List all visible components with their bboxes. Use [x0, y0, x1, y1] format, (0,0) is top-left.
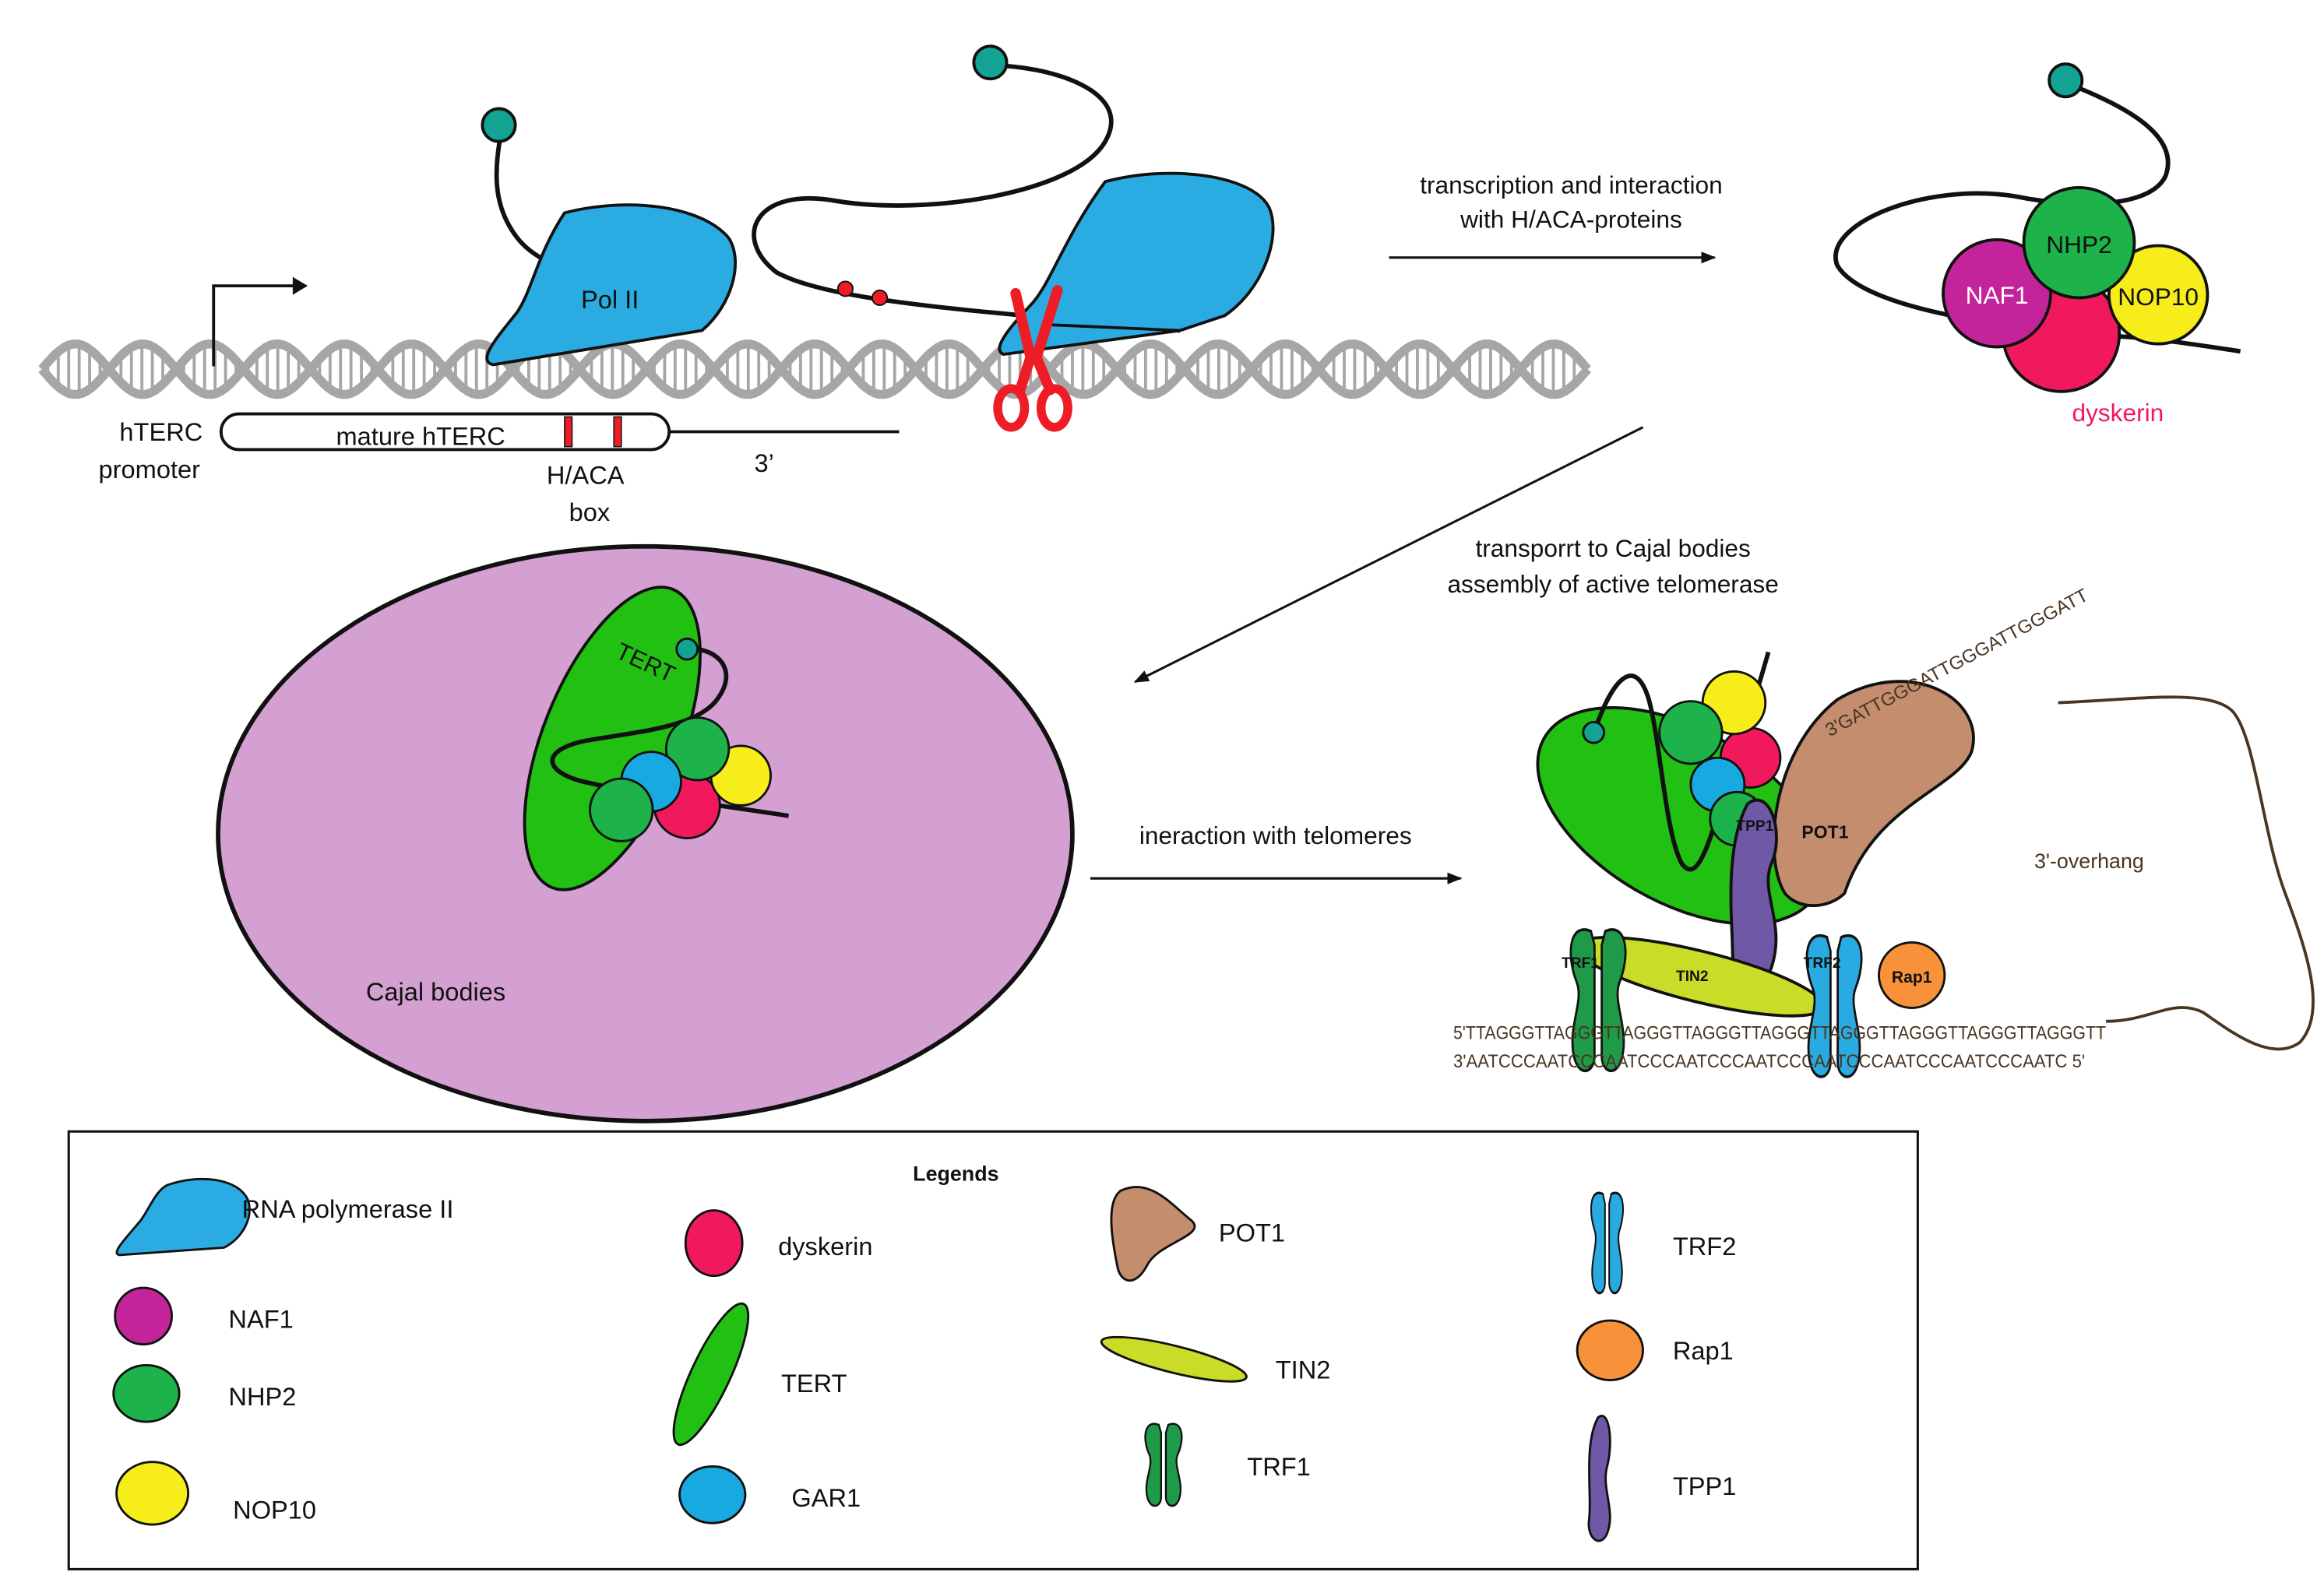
pol2-icon [115, 1177, 251, 1257]
nop10-label: NOP10 [2118, 283, 2199, 311]
dyskerin-label: dyskerin [2072, 399, 2164, 427]
legend-label: TERT [781, 1370, 847, 1398]
rna-cap-icon [675, 637, 699, 661]
dna-strand [38, 339, 1591, 399]
step2-label-line2: assembly of active telomerase [1447, 570, 1778, 598]
tpp1-icon [1587, 1415, 1611, 1542]
three-prime-label: 3’ [754, 449, 773, 477]
step3-label: ineraction with telomeres [1139, 821, 1412, 849]
step2-label-line1: transporrt to Cajal bodies [1475, 534, 1750, 562]
tin2-label: TIN2 [1676, 969, 1709, 985]
trf1-label: TRF1 [1562, 955, 1599, 972]
nhp2-protein [1658, 700, 1724, 765]
cajal-label: Cajal bodies [366, 978, 505, 1006]
haca-box-mark [613, 416, 622, 448]
nhp2-protein [2022, 186, 2136, 300]
legend-label: TPP1 [1673, 1472, 1737, 1500]
haca-motif-dot [836, 280, 854, 297]
rna-strand-complex [1833, 81, 2241, 354]
haca-label-line1: H/ACA [547, 461, 625, 489]
promoter-label-line1: hTERC [119, 418, 202, 446]
hterc-gene-map [219, 412, 900, 452]
rna-cap-icon [481, 107, 517, 143]
naf1-icon [114, 1286, 173, 1346]
nhp2-protein [589, 777, 654, 842]
mature-hterc-label: mature hTERC [336, 423, 505, 451]
haca-label-line2: box [569, 498, 611, 526]
legend-label: NAF1 [228, 1306, 293, 1334]
legend-label: NHP2 [228, 1383, 296, 1411]
legend-label: GAR1 [791, 1484, 861, 1512]
legend-label: TRF2 [1673, 1233, 1736, 1261]
legend-label: Rap1 [1673, 1337, 1734, 1365]
tin2-icon [1100, 1335, 1248, 1383]
gar1-icon [678, 1465, 747, 1524]
pol2-polymerase [485, 203, 738, 367]
pot1-label: POT1 [1801, 822, 1848, 842]
naf1-protein [1942, 237, 2052, 349]
tpp1-protein [1729, 798, 1778, 986]
overhang-label: 3'-overhang [2034, 849, 2144, 873]
rna-cap-icon [2048, 62, 2084, 99]
dna-double-helix [38, 339, 1591, 399]
transcript-loop [752, 63, 1181, 333]
scissors-icon [993, 285, 1072, 432]
pol2-label: Pol II [581, 286, 639, 314]
rap1-icon [1576, 1319, 1644, 1381]
legend-title: Legends [913, 1162, 998, 1185]
nhp2-protein [664, 716, 731, 782]
legend-label: NOP10 [233, 1496, 316, 1524]
legend-label: TRF1 [1247, 1453, 1310, 1481]
strand-top: 5'TTAGGGTTAGGGTTAGGGTTAGGGTTAGGGTTAGGGTT… [1453, 1023, 2106, 1044]
pot1-icon [1110, 1186, 1196, 1282]
haca-motif-dot [872, 289, 889, 306]
tpp1-label: TPP1 [1736, 818, 1773, 835]
dna-strand [38, 339, 1591, 399]
nhp2-label: NHP2 [2046, 230, 2111, 258]
legend-label: RNA polymerase II [242, 1195, 454, 1223]
legend-label: dyskerin [778, 1233, 872, 1261]
nhp2-icon [112, 1364, 181, 1423]
rap1-label: Rap1 [1892, 969, 1932, 986]
pol2-polymerase-cleaving [998, 171, 1275, 357]
legend-label: POT1 [1219, 1219, 1285, 1247]
step1-label-line2: with H/ACA-proteins [1460, 206, 1682, 234]
rna-cap-icon [972, 44, 1009, 81]
step2-arrow [1133, 426, 1644, 684]
cajal-body [216, 543, 1075, 1124]
naf1-label: NAF1 [1966, 281, 2029, 309]
overhang-loop [2058, 695, 2315, 1051]
dyskerin-icon [684, 1209, 744, 1278]
tert-icon [672, 1302, 750, 1447]
rna-cap-icon [1582, 720, 1606, 744]
transcription-start-arrow [212, 276, 308, 367]
rap1-protein [1878, 941, 1946, 1009]
promoter-label-line2: promoter [99, 455, 201, 484]
nop10-icon [115, 1461, 190, 1526]
nop10-protein [2107, 244, 2210, 346]
legend-label: TIN2 [1276, 1356, 1331, 1384]
step1-label-line1: transcription and interaction [1420, 171, 1723, 199]
haca-box-mark [564, 416, 573, 448]
strand-bottom: 3'AATCCCAATCCCAATCCCAATCCCAATCCCAATCCCAA… [1453, 1051, 2085, 1072]
trf2-label: TRF2 [1804, 955, 1841, 972]
